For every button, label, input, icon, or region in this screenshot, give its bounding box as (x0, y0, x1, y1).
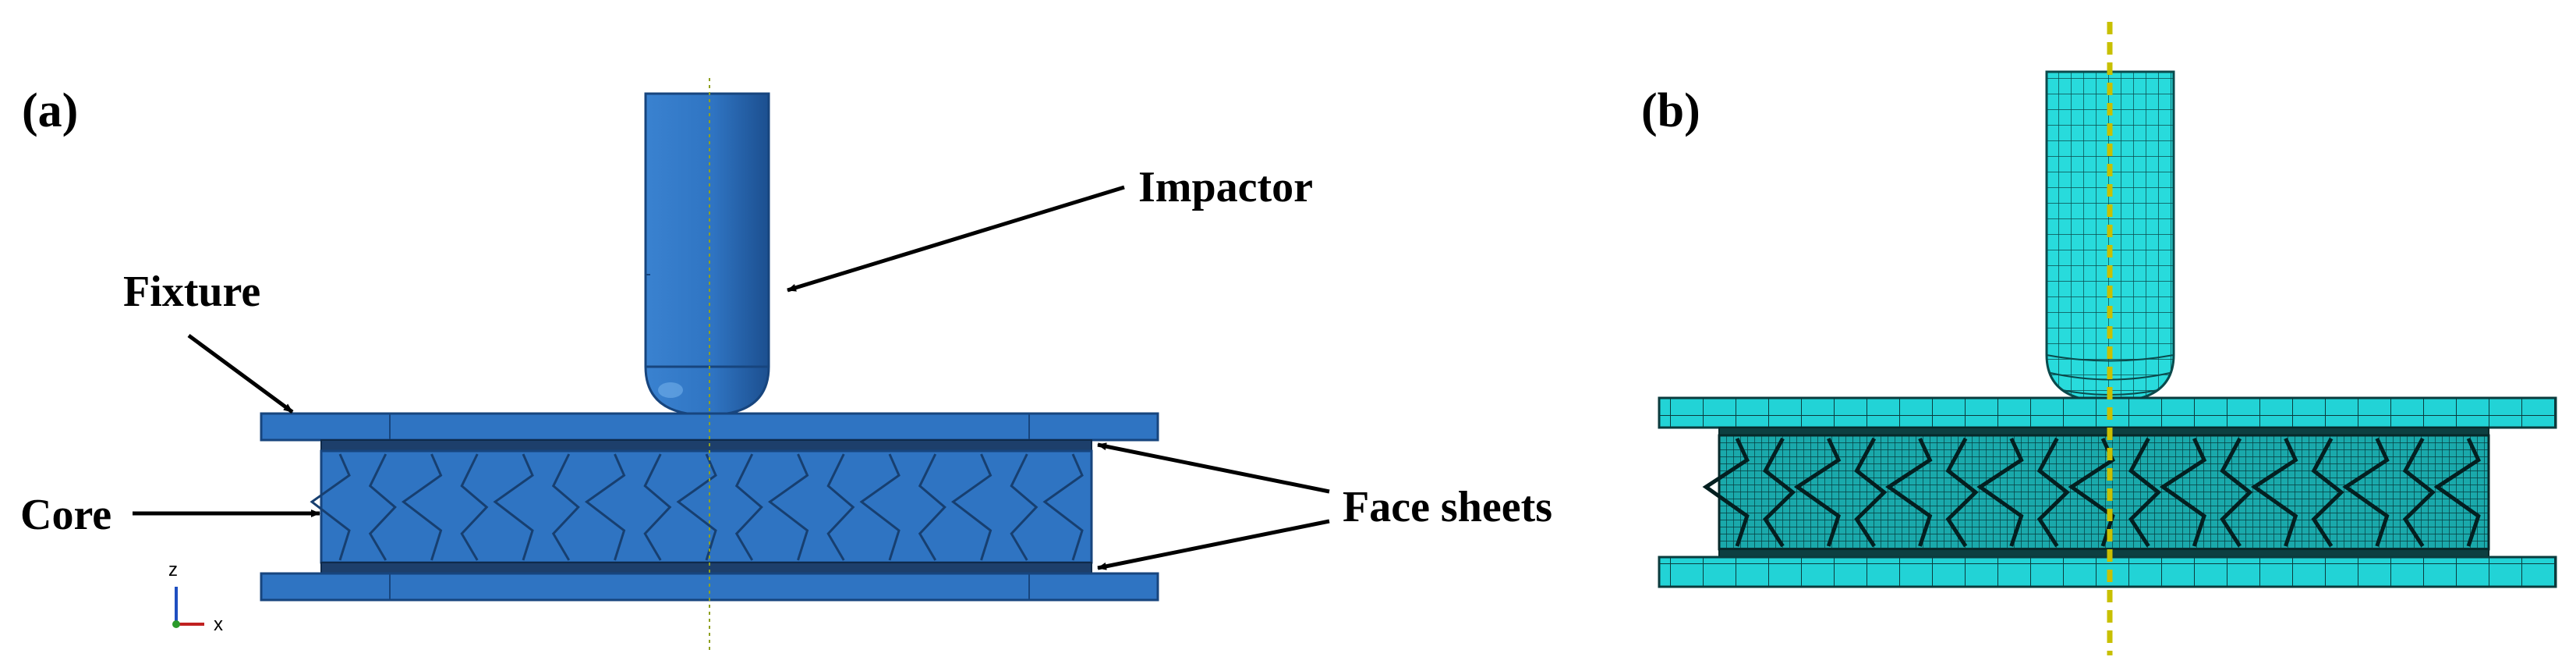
panel-a: (a) Impac (20, 78, 1552, 651)
core-b-cell-wall (1702, 437, 1750, 547)
core-a (310, 449, 1093, 564)
panel-b-label: (b) (1641, 84, 1700, 137)
fixture-label: Fixture (123, 268, 260, 316)
core-a-cell-wall (859, 453, 901, 561)
core-b (1702, 434, 2490, 551)
top-face-sheet-a (320, 439, 1092, 452)
core-b-cell-wall (2342, 437, 2390, 547)
fixture-arrow (187, 333, 294, 414)
core-a-cell-wall (950, 453, 993, 561)
core-a-cell-wall (643, 453, 672, 561)
axis-triad: z x (168, 559, 223, 635)
core-a-cell-wall (734, 453, 763, 561)
impactor-label: Impactor (1138, 163, 1313, 211)
core-a-cell-wall (1042, 453, 1084, 561)
core-a-cell-wall (767, 453, 809, 561)
axis-x-label: x (214, 614, 223, 635)
core-a-cell-wall (401, 453, 443, 561)
core-b-cell-wall (2402, 437, 2436, 548)
impactor-arrow (787, 185, 1125, 293)
core-b-cell-wall (1763, 437, 1796, 548)
core-a-cell-wall (826, 453, 855, 561)
core-b-cell-wall (1945, 437, 1979, 548)
axis-z-label: z (168, 559, 178, 580)
core-a-cell-wall (1010, 453, 1039, 561)
core-b-cell-wall (2220, 437, 2253, 548)
bottom-face-sheet-a (320, 562, 1092, 574)
impactor-a (644, 92, 770, 417)
core-b-cell-wall (1885, 437, 1933, 547)
core-a-cell-wall (676, 453, 717, 561)
panel-b: (b) (1641, 22, 2557, 655)
panel-a-label: (a) (22, 84, 78, 137)
face-sheets-label: Face sheets (1343, 483, 1552, 531)
core-label: Core (20, 491, 111, 539)
face-sheets-arrow-top (1097, 442, 1330, 494)
core-a-cell-wall (584, 453, 626, 561)
core-b-cell-wall (2036, 437, 2070, 548)
core-a-cell-wall (918, 453, 947, 561)
core-b-cell-wall (2311, 437, 2344, 548)
face-sheets-arrow-bottom (1097, 519, 1330, 570)
core-a-cell-wall (368, 453, 397, 561)
core-b-cell-wall (1976, 437, 2024, 547)
core-a-cell-wall (310, 453, 351, 561)
core-b-cell-wall (2251, 437, 2298, 547)
core-b-cell-wall (2128, 437, 2162, 548)
core-b-cell-wall (1793, 437, 1842, 547)
core-b-cell-wall (2159, 437, 2207, 547)
core-a-cell-wall (460, 453, 489, 561)
core-b-cell-wall (2433, 437, 2481, 547)
core-a-cell-wall (493, 453, 534, 561)
core-a-cell-wall (551, 453, 580, 561)
core-b-cell-wall (1854, 437, 1888, 548)
